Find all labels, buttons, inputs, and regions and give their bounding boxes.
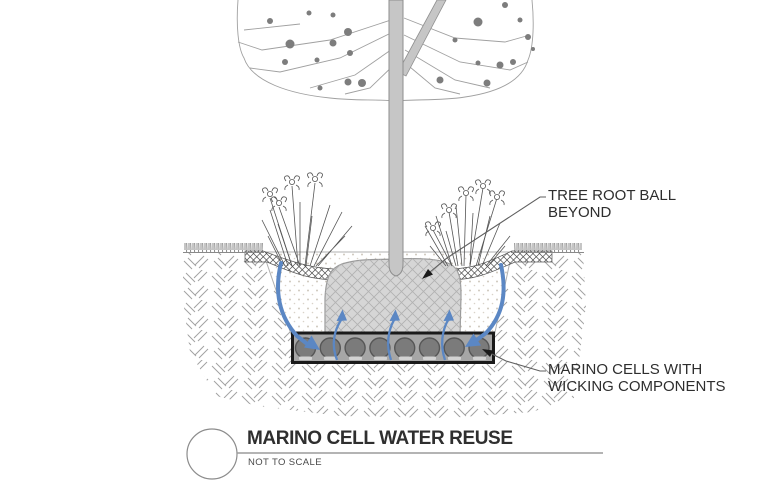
leader-arrow-icon: [482, 349, 494, 357]
drawing-title: MARINO CELL WATER REUSE: [247, 428, 513, 449]
water-flow-arrows: [275, 261, 506, 361]
wicking-strips: [299, 356, 486, 360]
marino-cell-band: [291, 331, 495, 364]
plant-cluster-right: [424, 179, 511, 267]
leader-arrow-icon: [422, 269, 433, 279]
reference-bubble-icon: [186, 428, 238, 480]
title-block: [186, 428, 603, 480]
water-arrow-left-down: [275, 261, 308, 345]
grass-tufts: [183, 243, 584, 253]
water-arrow-rise-3: [441, 319, 450, 361]
scale-note: NOT TO SCALE: [248, 457, 322, 468]
tree-root-ball: [324, 257, 462, 337]
water-arrow-right-down: [476, 263, 506, 341]
mulch-layer: [244, 250, 553, 281]
water-arrowheads: [304, 309, 481, 350]
leader-root-ball: [422, 196, 546, 279]
plant-cluster-left: [261, 172, 353, 267]
leader-cells: [482, 349, 546, 372]
water-arrow-rise-2: [387, 319, 396, 361]
annotation-marino-cells: MARINO CELLS WITH WICKING COMPONENTS: [548, 361, 726, 395]
water-arrow-rise-1: [332, 319, 342, 361]
tree-trunk: [388, 0, 447, 277]
annotation-tree-root-ball: TREE ROOT BALL BEYOND: [548, 187, 676, 221]
